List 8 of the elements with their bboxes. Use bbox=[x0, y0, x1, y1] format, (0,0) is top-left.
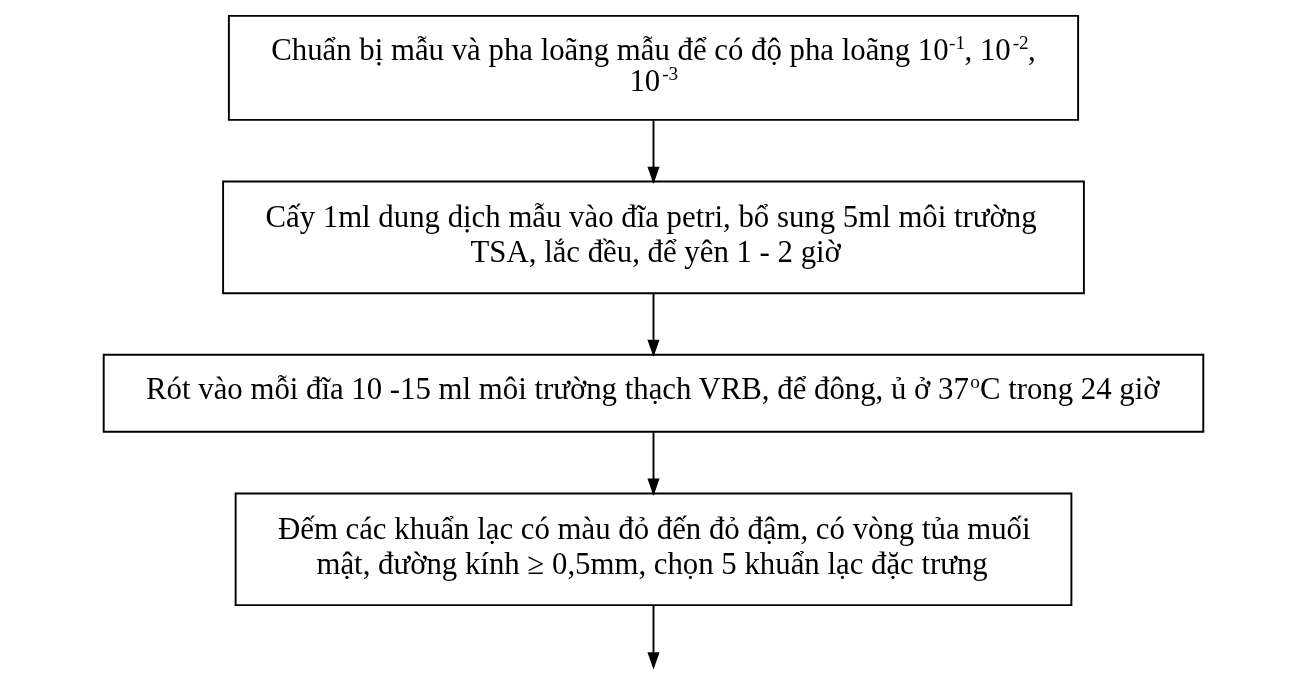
node-box: Cấy 1ml dung dịch mẫu vào đĩa petri, bổ sung 5ml môi trường TSA, lắc đều, để yên 1 - 2 giờ bbox=[221, 180, 1085, 295]
arrow bbox=[646, 292, 660, 358]
arrow bbox=[646, 119, 660, 184]
node-box: Đếm các khuẩn lạc có màu đỏ đến đỏ đậm, có vòng tủa muối mật, đường kính ≥ 0,5mm, chọn 5 khuẩn lạc đặc trưng bbox=[234, 492, 1072, 607]
arrow bbox=[646, 604, 660, 670]
arrow bbox=[646, 431, 660, 496]
node-box: Rót vào mỗi đĩa 10 -15 ml môi trường thạch VRB, để đông, ủ ở 37$^{o}$C trong 24 giờ bbox=[102, 353, 1204, 433]
node-box: Chuẩn bị mẫu và pha loãng mẫu để có độ pha loãng 10$^{-1}$, 10$^{-2}$, 10$^{-3}$ bbox=[227, 14, 1079, 121]
